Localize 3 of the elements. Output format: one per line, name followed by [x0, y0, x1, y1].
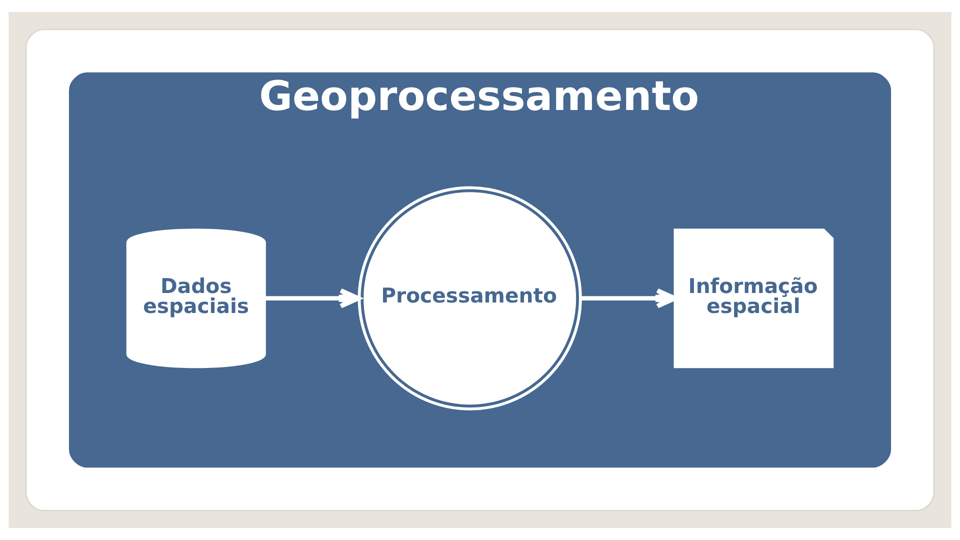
cluster: [25, 28, 935, 512]
arrow: [264, 288, 361, 308]
node-circle: Processamento: [358, 186, 582, 410]
